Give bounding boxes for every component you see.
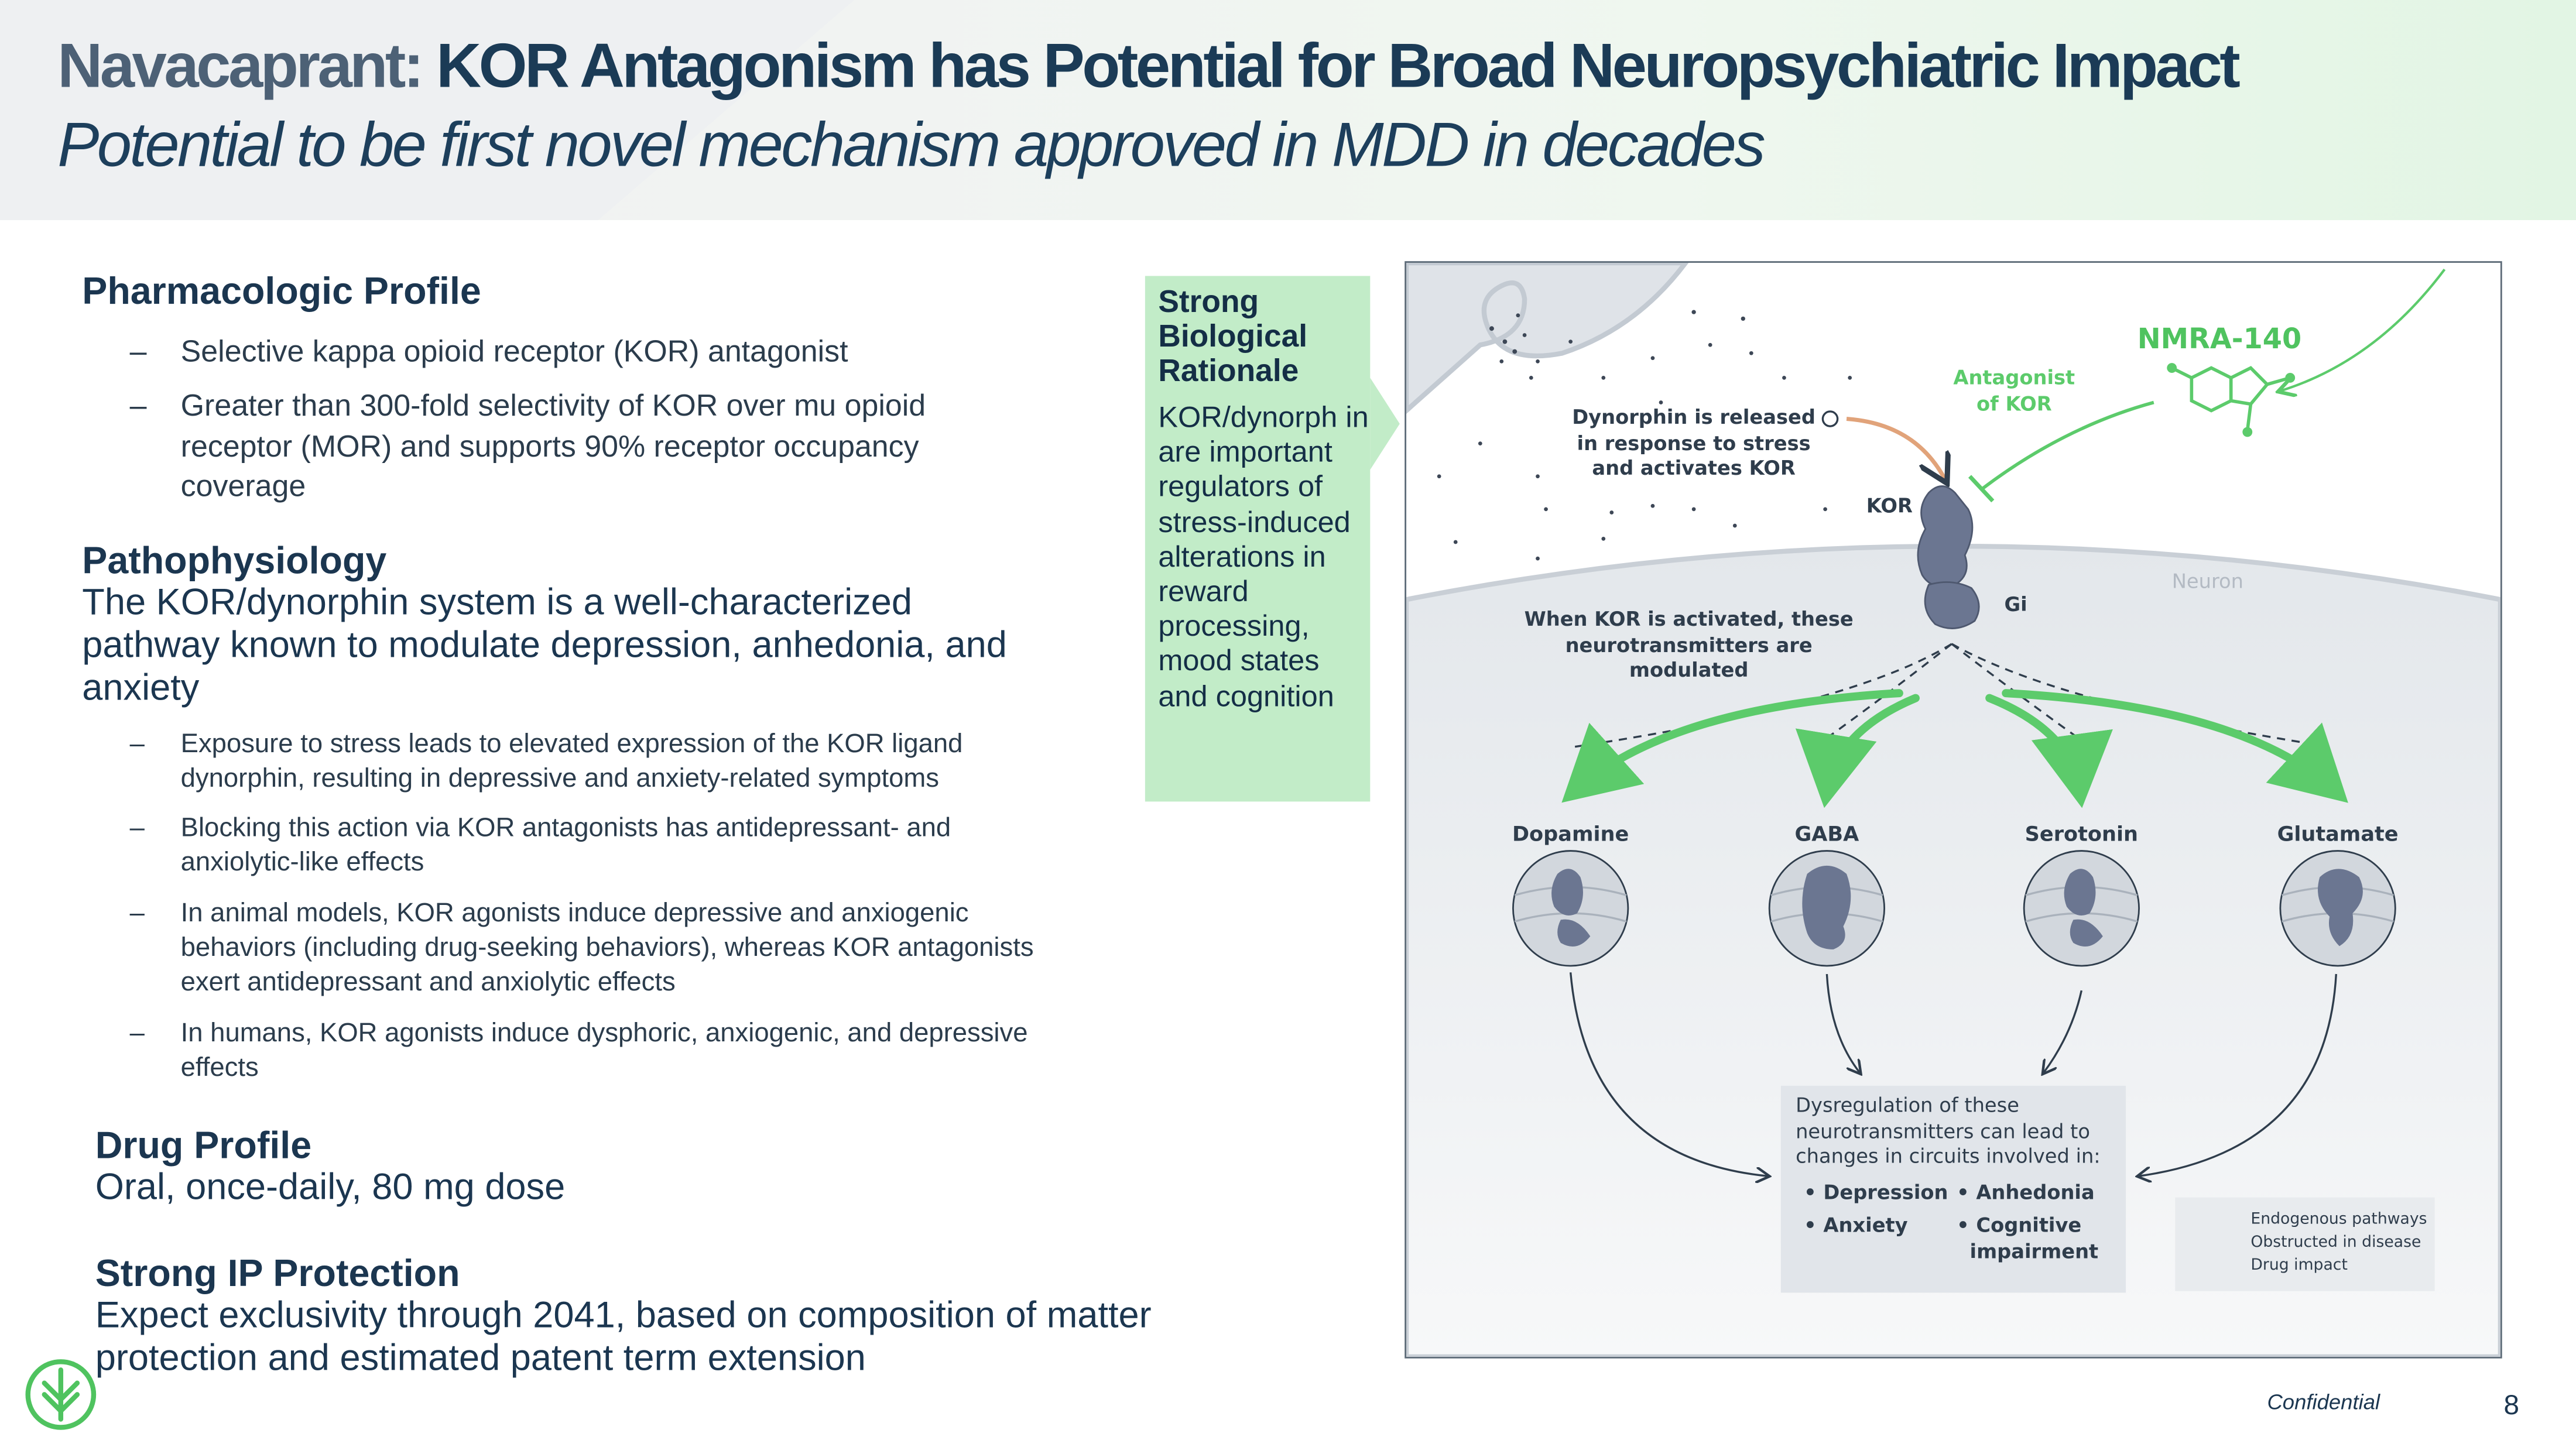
rationale-body: KOR/dynorph in are important regulators … [1158, 400, 1369, 712]
pharmacologic-heading: Pharmacologic Profile [82, 269, 481, 313]
presynaptic-terminal [1406, 262, 1689, 414]
legend [2175, 1197, 2435, 1291]
serotonin-label: Serotonin [2025, 821, 2138, 846]
rationale-callout: Strong Biological Rationale KOR/dynorph … [1145, 276, 1371, 802]
neurotransmitter-receptors [1512, 850, 2396, 967]
dynorphin-label: Dynorphin is released in response to str… [1572, 406, 1815, 480]
dynorphin-particles [1437, 310, 1852, 561]
dysregulation-text: Dysregulation of these neurotransmitters… [1796, 1093, 2101, 1168]
title-text: KOR Antagonism has Potential for Broad N… [436, 33, 2241, 102]
list-item: –In animal models, KOR agonists induce d… [129, 898, 1034, 997]
diagram-canvas [1406, 262, 2500, 1357]
circuit-item: • Cognitive impairment [1957, 1213, 2099, 1263]
rationale-pointer [1370, 378, 1400, 470]
antagonist-inhibition-line [1980, 400, 2154, 491]
company-logo-icon [23, 1357, 98, 1441]
list-item: –Exposure to stress leads to elevated ex… [129, 729, 963, 794]
kor-receptor-icon [1917, 485, 1980, 629]
header-band [0, 0, 2576, 221]
ip-text: Expect exclusivity through 2041, based o… [95, 1294, 1152, 1379]
legend-item-endogenous: Endogenous pathways [2250, 1211, 2427, 1229]
ip-heading: Strong IP Protection [95, 1251, 460, 1295]
page-number: 8 [2503, 1389, 2520, 1421]
legend-item-drug: Drug impact [2250, 1256, 2348, 1275]
rationale-title: Strong Biological Rationale [1158, 286, 1308, 390]
drug-impact-arrows [1561, 689, 2348, 808]
mechanism-diagram: NMRA-140 Antagonist of KOR Dynorphin is … [1405, 261, 2502, 1359]
circuit-arrows [1569, 972, 2337, 1176]
title-brand: Navacaprant: [57, 33, 424, 102]
slide-title: Navacaprant: KOR Antagonism has Potentia… [57, 33, 2241, 104]
pathophysiology-heading: Pathophysiology [82, 539, 387, 582]
list-item: –Blocking this action via KOR antagonist… [129, 813, 951, 877]
drug-name: NMRA-140 [2137, 323, 2302, 356]
nmra-140-molecule-icon [2171, 366, 2291, 431]
gi-label: Gi [2004, 593, 2027, 616]
gaba-receptor-icon [1768, 850, 1886, 967]
circuit-item: • Anhedonia [1957, 1181, 2095, 1204]
antagonist-label: Antagonist of KOR [1953, 366, 2075, 415]
drug-entry-arrow [2280, 268, 2446, 391]
gaba-label: GABA [1794, 821, 1859, 846]
circuit-item: • Anxiety [1804, 1213, 1908, 1237]
dysregulation-box: Dysregulation of these neurotransmitters… [1780, 1085, 2126, 1293]
dopamine-receptor-icon [1512, 850, 1629, 967]
activation-label: When KOR is activated, these neurotransm… [1524, 608, 1854, 682]
glutamate-receptor-icon [2279, 850, 2396, 967]
glutamate-label: Glutamate [2277, 821, 2399, 846]
slide-subtitle: Potential to be first novel mechanism ap… [57, 111, 1765, 181]
drug-profile-heading: Drug Profile [95, 1123, 312, 1167]
serotonin-receptor-icon [2023, 850, 2140, 967]
list-item: –Greater than 300-fold selectivity of KO… [129, 388, 926, 503]
confidential-label: Confidential [2267, 1389, 2380, 1415]
kor-label: KOR [1866, 494, 1913, 517]
legend-item-obstructed: Obstructed in disease [2250, 1233, 2421, 1252]
dynorphin-ligand-icon [1821, 410, 1839, 427]
circuit-item: • Depression [1804, 1181, 1948, 1204]
neuron-label: Neuron [2171, 570, 2244, 594]
dopamine-label: Dopamine [1512, 821, 1629, 846]
drug-profile-text: Oral, once-daily, 80 mg dose [95, 1166, 566, 1208]
list-item: –Selective kappa opioid receptor (KOR) a… [129, 333, 848, 368]
list-item: –In humans, KOR agonists induce dysphori… [129, 1018, 1028, 1083]
dynorphin-arrow [1846, 417, 1945, 480]
pathophysiology-intro: The KOR/dynorphin system is a well-chara… [82, 581, 1007, 708]
